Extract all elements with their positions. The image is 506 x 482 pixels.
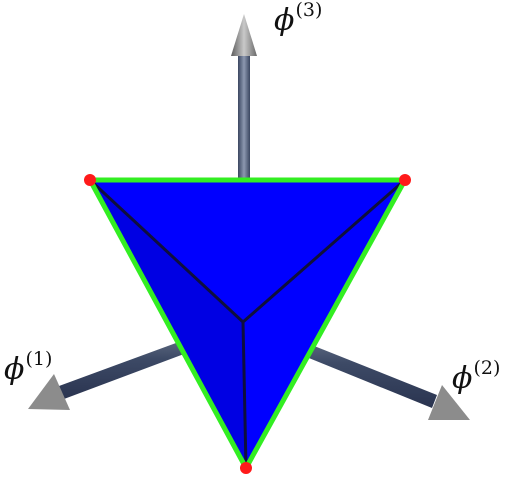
axis-2-arrowhead [428,385,470,420]
axis-2-symbol: ϕ [452,361,473,396]
axis-1-label: ϕ(1) [4,350,52,387]
axis-3-symbol: ϕ [274,3,295,38]
vertex-bottom [240,462,252,474]
vertex-top-left [84,174,96,186]
axis-1-arrowhead [28,374,70,410]
axis-2-superscript: (2) [473,357,501,379]
axis-3-arrowhead [231,14,257,56]
simplex-outline [87,177,408,471]
axis-1-symbol: ϕ [4,352,25,387]
axis-2-label: ϕ(2) [452,359,500,396]
inner-edge-right [242,178,406,324]
inner-edge-left [88,178,245,324]
inner-edges [88,178,406,469]
vertex-top-right [399,174,411,186]
axis-3-label: ϕ(3) [274,1,322,38]
axis-3-superscript: (3) [295,0,323,21]
inner-edge-bottom [241,321,248,469]
axis-1-superscript: (1) [25,348,53,370]
